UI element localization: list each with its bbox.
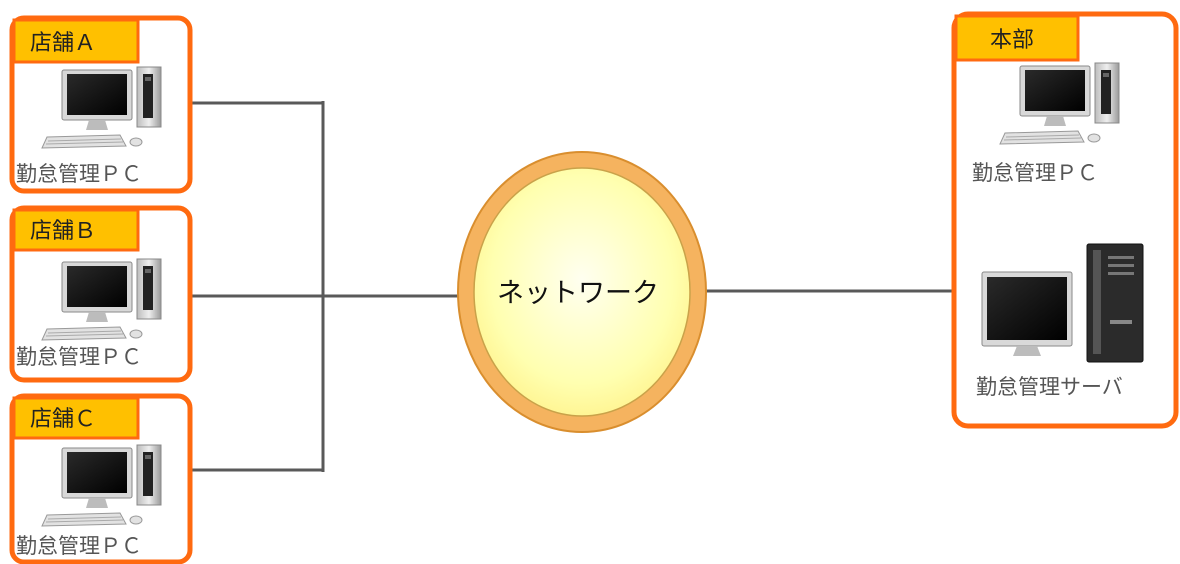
network-node: ネットワーク: [457, 151, 707, 433]
store-c-tag: [12, 396, 140, 440]
server-icon: [981, 243, 1144, 363]
store-c-label: 店舗Ｃ: [30, 407, 96, 432]
hq-tag: [954, 14, 1080, 62]
hq-pc-caption: 勤怠管理ＰＣ: [972, 161, 1098, 185]
hq-server-caption: 勤怠管理サーバ: [976, 375, 1123, 399]
store-a-label: 店舗Ａ: [30, 31, 96, 56]
store-a-pc-caption: 勤怠管理ＰＣ: [16, 162, 142, 186]
hq-label: 本部: [990, 28, 1034, 53]
network-label: ネットワーク: [497, 278, 659, 309]
store-a: 店舗Ａ 勤怠管理ＰＣ: [9, 15, 193, 194]
store-b-pc-caption: 勤怠管理ＰＣ: [16, 345, 142, 369]
store-a-tag: [12, 18, 140, 64]
store-b: 店舗Ｂ 勤怠管理ＰＣ: [9, 205, 193, 383]
store-b-tag: [12, 208, 140, 252]
network-inner-disc: [473, 167, 691, 417]
store-c: 店舗Ｃ 勤怠管理ＰＣ: [9, 393, 193, 564]
store-c-pc-caption: 勤怠管理ＰＣ: [16, 534, 142, 558]
headquarters: 本部 勤怠管理ＰＣ 勤怠管理サーバ: [951, 11, 1179, 429]
store-b-label: 店舗Ｂ: [30, 219, 96, 244]
